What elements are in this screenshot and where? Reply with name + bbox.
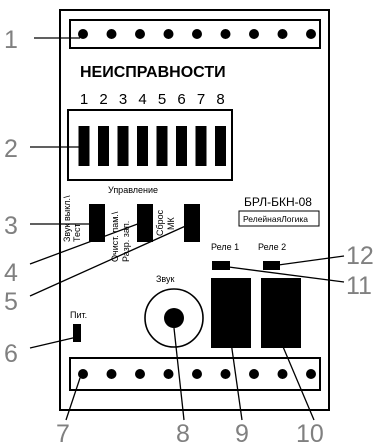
top-terminal-5 [192, 29, 202, 39]
control-heading: Управление [108, 185, 158, 195]
relay-1-led [212, 261, 230, 270]
callout-leaders [29, 37, 345, 421]
fault-channel-number: 4 [138, 91, 146, 108]
sound-label: Звук [156, 274, 175, 284]
fault-led-3 [117, 126, 129, 166]
callout-1: 1 [4, 26, 18, 54]
top-terminal-2 [106, 29, 117, 39]
top-terminal-7 [249, 29, 259, 39]
callout-2: 2 [4, 135, 18, 163]
relay-1-block [211, 278, 251, 348]
brand-label: РелейнаяЛогика [243, 214, 308, 224]
fault-led-8 [215, 126, 226, 166]
fault-channel-number: 8 [216, 91, 224, 108]
top-terminal-1 [78, 29, 88, 39]
fault-led-7 [195, 126, 207, 166]
fault-led-1 [78, 126, 90, 166]
reset-mk-button-group: Сброс МК [155, 204, 200, 242]
memory-reset-button-group: Очист. пам.\ Разр. зап. [110, 204, 153, 262]
bottom-terminal-1 [78, 369, 88, 379]
fault-led-6 [176, 126, 187, 166]
brand-box: РелейнаяЛогика [238, 210, 320, 227]
sound-test-label-1: Звук выкл.\ [62, 195, 72, 242]
reset-mk-label-1: Сброс [155, 209, 165, 236]
fault-channel-number: 2 [99, 91, 107, 108]
callout-6: 6 [4, 340, 18, 368]
fault-led-4 [137, 126, 148, 166]
bottom-terminal-block [69, 357, 321, 391]
callout-12: 12 [346, 242, 374, 270]
sound-test-button-group: Звук выкл.\ Тест [62, 195, 105, 242]
power-label: Пит. [70, 310, 87, 320]
bottom-terminal-3 [135, 369, 145, 379]
callout-5: 5 [4, 288, 18, 316]
sound-test-button[interactable] [89, 204, 105, 242]
bottom-terminal-8 [277, 369, 288, 379]
top-terminal-3 [135, 29, 145, 39]
top-terminal-4 [163, 29, 174, 39]
callout-3: 3 [4, 212, 18, 240]
top-terminal-block [69, 19, 321, 49]
top-terminal-6 [220, 29, 231, 39]
relay-2-block [261, 278, 301, 348]
top-terminal-8 [277, 29, 288, 39]
bottom-terminal-2 [106, 369, 117, 379]
sound-test-label-2: Тест [72, 223, 82, 242]
reset-mk-label-2: МК [166, 217, 176, 230]
fault-led-2 [98, 126, 109, 166]
bottom-terminal-5 [192, 369, 202, 379]
fault-indicator-window [67, 109, 233, 181]
fault-channel-number: 3 [119, 91, 127, 108]
memory-reset-button[interactable] [137, 204, 153, 242]
relay-1-label: Реле 1 [211, 242, 239, 252]
callout-7: 7 [56, 420, 70, 446]
fault-panel-title: НЕИСПРАВНОСТИ [80, 64, 226, 81]
bottom-terminal-7 [249, 369, 259, 379]
fault-channel-number: 6 [177, 91, 185, 108]
callout-9: 9 [235, 420, 249, 446]
bottom-terminal-9 [306, 369, 316, 379]
power-led [73, 324, 81, 342]
memory-reset-label-2: Разр. зап. [121, 221, 131, 262]
memory-reset-label-1: Очист. пам.\ [110, 211, 120, 262]
callout-numbers: 1 2 3 4 5 6 7 8 9 10 11 12 [4, 26, 374, 446]
top-terminal-9 [306, 29, 316, 39]
fault-channel-number: 1 [80, 91, 88, 108]
callout-8: 8 [176, 420, 190, 446]
model-label: БРЛ-БКН-08 [244, 195, 312, 209]
callout-10: 10 [296, 420, 324, 446]
bottom-terminal-6 [220, 369, 231, 379]
fault-channel-number: 5 [158, 91, 166, 108]
fault-led-5 [156, 126, 168, 166]
buzzer [144, 288, 204, 348]
reset-mk-button[interactable] [184, 204, 200, 242]
device-housing [59, 9, 330, 411]
fault-channel-number: 7 [197, 91, 205, 108]
bottom-terminal-4 [163, 369, 174, 379]
callout-11: 11 [346, 272, 372, 300]
relay-2-label: Реле 2 [258, 242, 286, 252]
callout-4: 4 [4, 259, 18, 287]
